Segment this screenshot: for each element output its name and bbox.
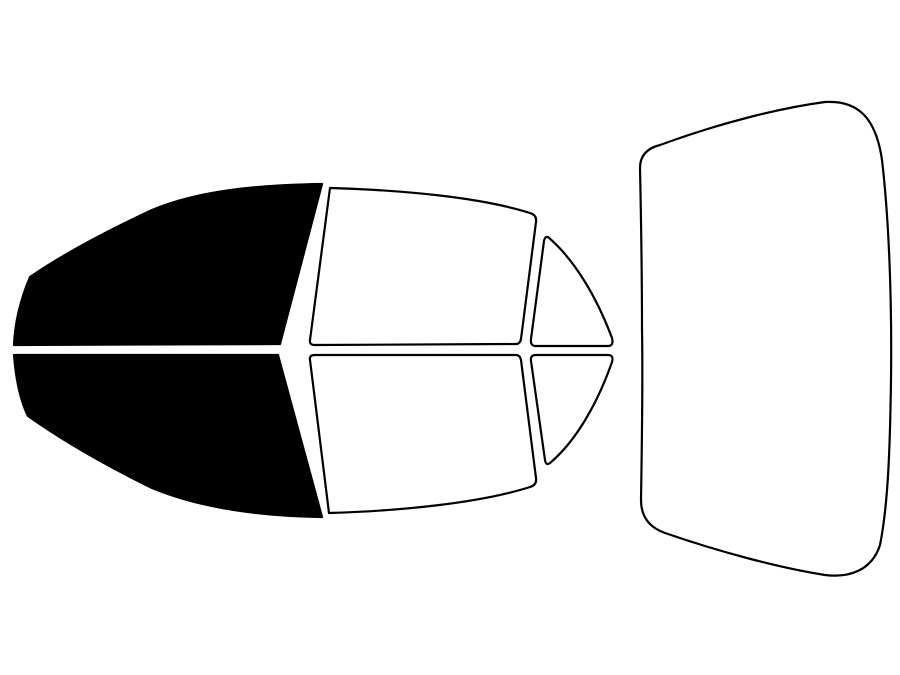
rear-windshield: [638, 100, 893, 577]
front-driver-side-window: [12, 182, 324, 347]
front-passenger-side-window: [12, 353, 324, 519]
rear-driver-side-window: [308, 186, 538, 347]
rear-passenger-quarter-window: [529, 353, 614, 466]
rear-passenger-side-window: [308, 353, 538, 515]
rear-driver-quarter-window: [529, 235, 614, 348]
